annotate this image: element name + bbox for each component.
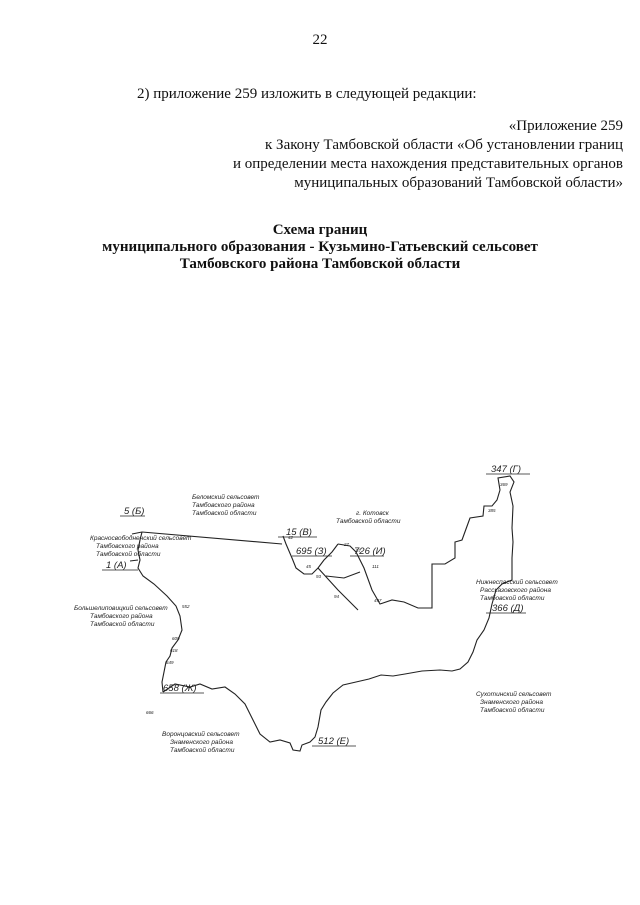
point-label-695: 695 (З): [296, 546, 327, 557]
svg-text:45: 45: [306, 564, 312, 569]
svg-text:600: 600: [172, 636, 180, 641]
point-labels: 347 (Г) 5 (Б) 15 (В) 695 (З) 726 (И) 1 (…: [102, 464, 530, 747]
svg-text:94: 94: [334, 594, 340, 599]
svg-text:Большелиповицкий сельсовет: Большелиповицкий сельсовет: [74, 604, 168, 612]
scheme-title-line-1: Схема границ: [272, 222, 368, 238]
appendix-heading-line-2: к Закону Тамбовской области «Об установл…: [265, 137, 623, 153]
svg-text:Тамбовского района: Тамбовского района: [192, 501, 255, 509]
svg-text:Знаменского района: Знаменского района: [170, 738, 233, 746]
svg-text:г. Котовск: г. Котовск: [356, 510, 390, 517]
neighbor-beloe: Беломский сельсовет Тамбовского района Т…: [192, 493, 260, 517]
neighbor-kotovsk: г. Котовск Тамбовской области: [336, 510, 401, 525]
svg-text:369: 369: [500, 482, 508, 487]
neighbor-sukhotin: Сухотинский сельсовет Знаменского района…: [476, 690, 552, 714]
municipality-boundary: [129, 475, 515, 752]
appendix-heading-line-1: «Приложение 259: [508, 118, 623, 134]
point-label-658: 658 (Ж): [163, 683, 197, 694]
svg-text:93: 93: [316, 574, 322, 579]
small-point-numbers: 369 385 42 45 27 57 93 111 94 497 552 60…: [146, 482, 508, 715]
svg-text:57: 57: [356, 548, 362, 553]
svg-text:Тамбовской области: Тамбовской области: [192, 509, 257, 517]
svg-text:Тамбовской области: Тамбовской области: [336, 517, 401, 525]
svg-text:666: 666: [146, 710, 154, 715]
svg-text:649: 649: [166, 660, 174, 665]
point-label-726: 726 (И): [354, 546, 386, 557]
svg-text:Знаменского района: Знаменского района: [480, 698, 543, 706]
svg-text:Воронцовский сельсовет: Воронцовский сельсовет: [162, 730, 240, 738]
svg-text:27: 27: [343, 542, 350, 547]
svg-text:42: 42: [288, 535, 294, 540]
scheme-title-line-3: Тамбовского района Тамбовской области: [179, 256, 461, 272]
neighbor-labels: Беломский сельсовет Тамбовского района Т…: [74, 493, 558, 754]
svg-text:Тамбовского района: Тамбовского района: [96, 542, 159, 550]
boundary-map: 347 (Г) 5 (Б) 15 (В) 695 (З) 726 (И) 1 (…: [74, 464, 558, 754]
svg-text:618: 618: [170, 648, 178, 653]
svg-text:385: 385: [488, 508, 496, 513]
page-number: 22: [312, 32, 328, 48]
point-label-366: 366 (Д): [492, 603, 524, 614]
point-label-1: 1 (А): [106, 560, 127, 571]
point-label-5: 5 (Б): [124, 506, 144, 517]
svg-text:111: 111: [372, 564, 379, 569]
neighbor-krasnosvob: Красносвободненский сельсовет Тамбовског…: [90, 534, 192, 558]
svg-text:Нижнеспасский сельсовет: Нижнеспасский сельсовет: [476, 578, 558, 586]
point-label-15: 15 (В): [286, 527, 312, 538]
neighbor-voroncov: Воронцовский сельсовет Знаменского район…: [162, 730, 240, 754]
svg-text:Сухотинский сельсовет: Сухотинский сельсовет: [476, 690, 552, 698]
point-label-512: 512 (Е): [318, 736, 349, 747]
neighbor-bolsheli: Большелиповицкий сельсовет Тамбовского р…: [74, 604, 168, 628]
svg-text:Тамбовского района: Тамбовского района: [90, 612, 153, 620]
svg-text:Тамбовской области: Тамбовской области: [480, 706, 545, 714]
svg-text:Тамбовской области: Тамбовской области: [90, 620, 155, 628]
appendix-heading-line-3: и определении места нахождения представи…: [232, 156, 623, 172]
svg-text:Тамбовской области: Тамбовской области: [480, 594, 545, 602]
amendment-item: 2) приложение 259 изложить в следующей р…: [137, 86, 477, 102]
neighbor-nizhnespas: Нижнеспасский сельсовет Рассказовского р…: [476, 578, 558, 602]
svg-text:Красносвободненский сельсовет: Красносвободненский сельсовет: [90, 534, 192, 542]
svg-text:Тамбовской области: Тамбовской области: [170, 746, 235, 754]
svg-text:497: 497: [374, 598, 382, 603]
scheme-title-line-2: муниципального образования - Кузьмино-Га…: [102, 239, 538, 255]
svg-text:Тамбовской области: Тамбовской области: [96, 550, 161, 558]
svg-text:Рассказовского района: Рассказовского района: [480, 586, 551, 594]
appendix-heading-line-4: муниципальных образований Тамбовской обл…: [294, 175, 623, 191]
svg-text:Беломский сельсовет: Беломский сельсовет: [192, 493, 260, 501]
point-label-347: 347 (Г): [491, 464, 521, 475]
svg-text:552: 552: [182, 604, 190, 609]
